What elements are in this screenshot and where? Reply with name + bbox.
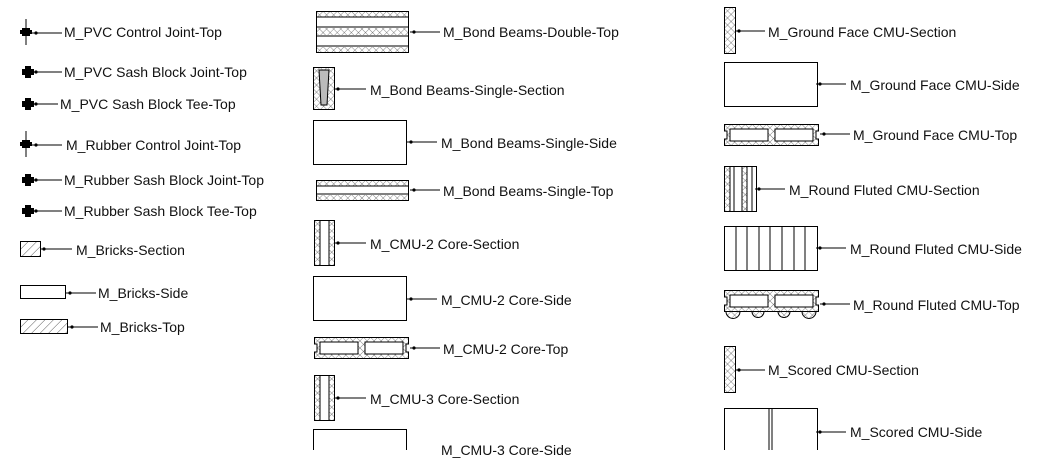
legend-label: M_CMU-2 Core-Side bbox=[441, 292, 572, 308]
leader-line bbox=[410, 30, 440, 34]
leader-line bbox=[68, 325, 98, 329]
legend-label: M_Bond Beams-Single-Section bbox=[370, 82, 565, 98]
leader-line bbox=[820, 302, 850, 306]
control-joint-symbol bbox=[20, 19, 32, 45]
round-fluted-section-symbol bbox=[724, 166, 757, 212]
legend-label: M_Scored CMU-Side bbox=[850, 424, 983, 440]
leader-line bbox=[410, 346, 440, 350]
legend-label: M_Bricks-Section bbox=[76, 242, 185, 258]
leader-line bbox=[816, 82, 846, 86]
leader-line bbox=[755, 187, 785, 191]
leader-line bbox=[735, 368, 765, 372]
legend-label: M_Bond Beams-Single-Top bbox=[443, 183, 614, 199]
legend-label: M_Bond Beams-Double-Top bbox=[443, 24, 619, 40]
leader-line bbox=[40, 247, 72, 251]
ground-face-side-symbol bbox=[724, 62, 818, 107]
leader-line bbox=[334, 396, 366, 400]
legend-label: M_Ground Face CMU-Section bbox=[768, 24, 957, 40]
leader-line bbox=[32, 102, 58, 106]
leader-line bbox=[32, 31, 62, 35]
legend-label: M_Bond Beams-Single-Side bbox=[441, 135, 617, 151]
cmu-section-symbol bbox=[314, 220, 335, 266]
legend-label: M_Rubber Sash Block Tee-Top bbox=[64, 203, 257, 219]
legend-label: M_Rubber Control Joint-Top bbox=[66, 137, 242, 153]
bond-beam-double-top-symbol bbox=[316, 11, 409, 53]
legend-label: M_Round Fluted CMU-Section bbox=[789, 182, 980, 198]
leader-line bbox=[816, 246, 846, 250]
leader-line bbox=[32, 70, 62, 74]
cmu-top-symbol bbox=[314, 337, 409, 359]
legend-label: M_CMU-3 Core-Side bbox=[441, 442, 572, 458]
leader-line bbox=[735, 29, 765, 33]
cmu-side-symbol bbox=[313, 276, 407, 321]
bond-beam-side-symbol bbox=[313, 120, 407, 165]
leader-line bbox=[32, 178, 62, 182]
leader-line bbox=[334, 241, 366, 245]
legend-label: M_CMU-2 Core-Section bbox=[370, 236, 520, 252]
legend-label: M_Round Fluted CMU-Top bbox=[853, 297, 1020, 313]
round-fluted-top-symbol bbox=[724, 290, 819, 319]
brick-side-symbol bbox=[20, 285, 66, 299]
leader-line bbox=[407, 140, 437, 144]
legend-label: M_PVC Control Joint-Top bbox=[64, 24, 222, 40]
leader-line bbox=[32, 143, 62, 147]
sash-tee-symbol bbox=[22, 98, 34, 110]
sash-joint-symbol bbox=[22, 174, 34, 186]
legend-label: M_PVC Sash Block Tee-Top bbox=[60, 96, 236, 112]
sash-tee-symbol bbox=[22, 205, 34, 217]
legend-label: M_Bricks-Side bbox=[98, 285, 189, 301]
leader-line bbox=[410, 188, 440, 192]
legend-label: M_CMU-2 Core-Top bbox=[443, 341, 569, 357]
cmu-section-symbol bbox=[314, 375, 335, 421]
ground-face-top-symbol bbox=[724, 124, 819, 146]
leader-line bbox=[816, 430, 846, 434]
brick-top-symbol bbox=[20, 319, 68, 334]
round-fluted-side-symbol bbox=[724, 226, 818, 271]
legend-label: M_PVC Sash Block Joint-Top bbox=[64, 64, 247, 80]
leader-line bbox=[32, 209, 62, 213]
leader-line bbox=[66, 291, 96, 295]
bond-beam-section-symbol bbox=[313, 67, 335, 110]
legend-label: M_Rubber Sash Block Joint-Top bbox=[64, 172, 264, 188]
legend-label: M_CMU-3 Core-Section bbox=[370, 391, 520, 407]
scored-side-symbol bbox=[724, 408, 818, 450]
legend-label: M_Ground Face CMU-Top bbox=[853, 127, 1018, 143]
legend-label: M_Ground Face CMU-Side bbox=[850, 77, 1020, 93]
leader-line bbox=[407, 297, 437, 301]
brick-section-symbol bbox=[20, 241, 41, 257]
control-joint-symbol bbox=[20, 131, 32, 157]
leader-line bbox=[334, 87, 366, 91]
cmu-side-symbol bbox=[313, 429, 407, 450]
legend-label: M_Scored CMU-Section bbox=[768, 362, 919, 378]
bond-beam-single-top-symbol bbox=[316, 180, 409, 201]
legend-label: M_Bricks-Top bbox=[100, 319, 185, 335]
leader-line bbox=[820, 132, 850, 136]
sash-joint-symbol bbox=[22, 66, 34, 78]
legend-label: M_Round Fluted CMU-Side bbox=[850, 241, 1022, 257]
